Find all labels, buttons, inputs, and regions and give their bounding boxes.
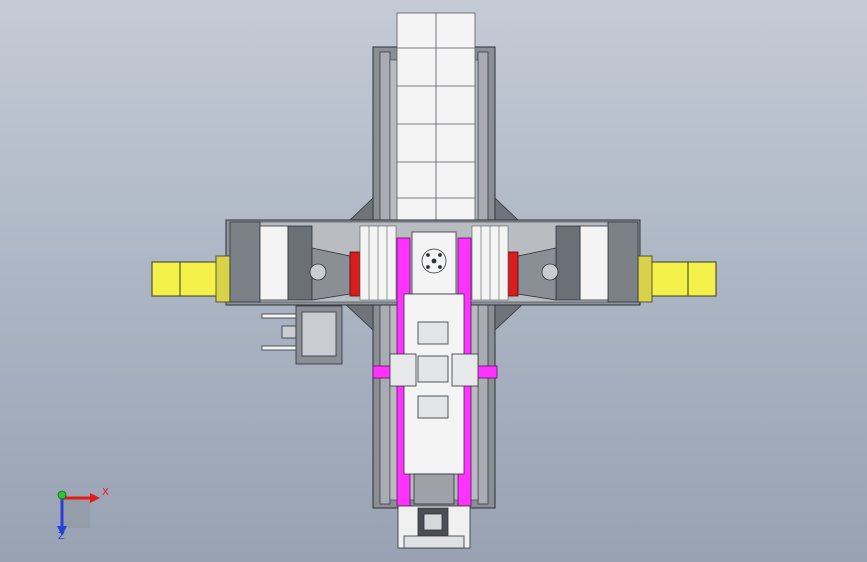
bottom-motor xyxy=(397,505,471,549)
x-axis-label: X xyxy=(102,487,109,498)
left-spindle-head xyxy=(229,221,397,303)
right-spindle-head xyxy=(471,221,639,303)
coordinate-triad xyxy=(57,490,100,536)
z-axis-label: Z xyxy=(58,531,65,542)
central-carriage xyxy=(389,231,479,505)
top-bellows-cover xyxy=(396,12,476,228)
left-yellow-arm xyxy=(151,255,231,303)
right-yellow-arm xyxy=(637,255,717,303)
left-cylinder-bracket xyxy=(261,305,343,365)
